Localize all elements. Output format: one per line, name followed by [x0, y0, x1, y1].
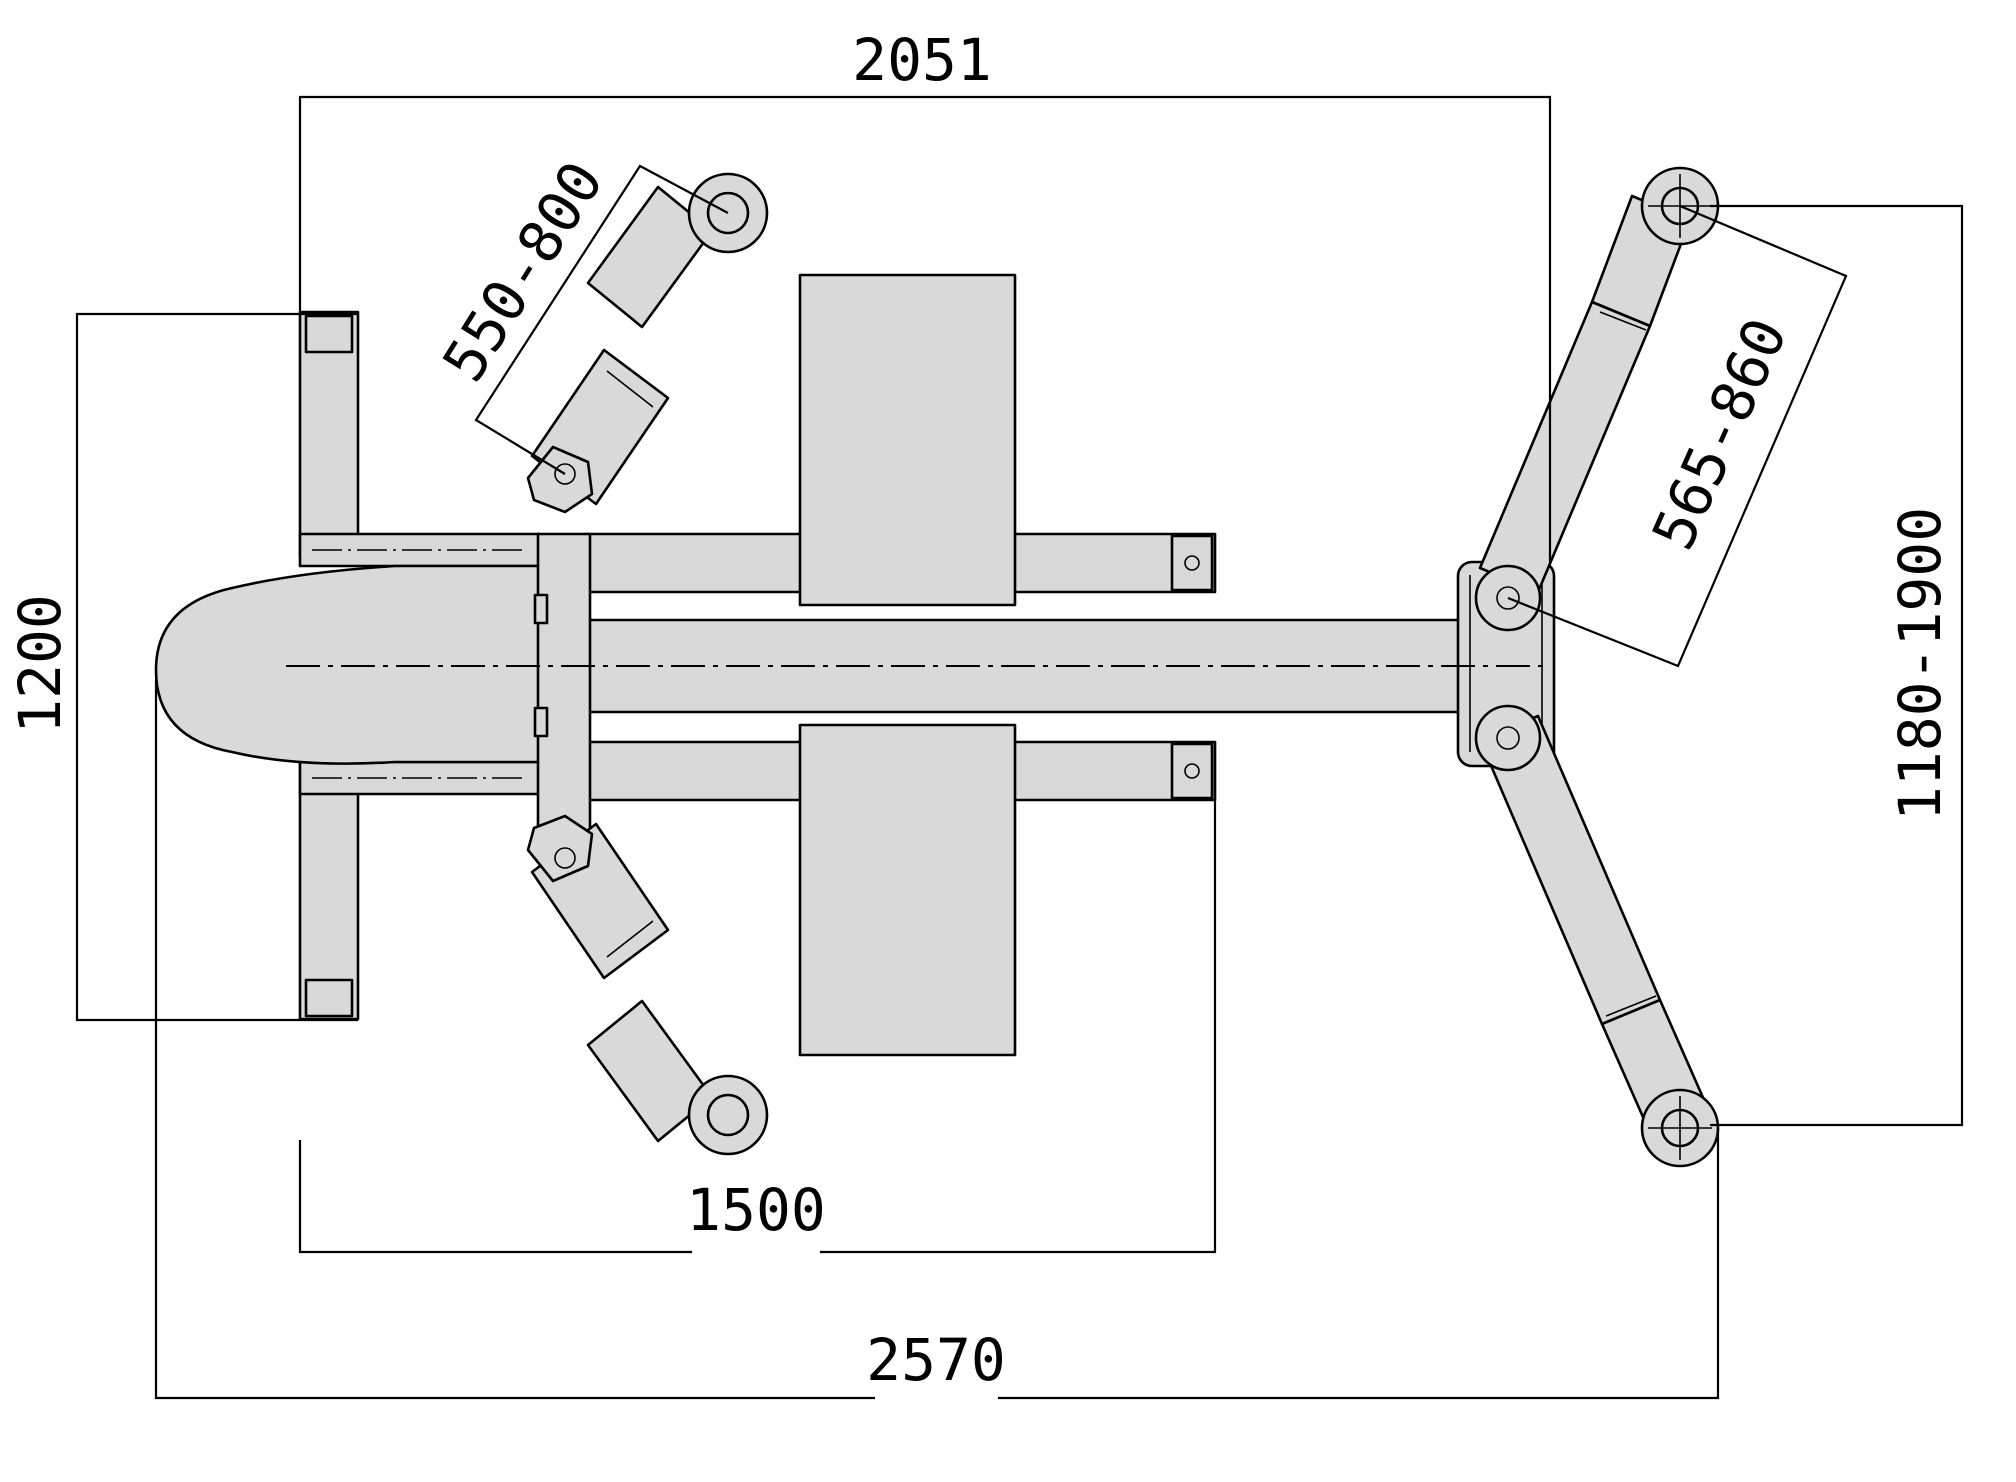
dim-arm-reach-right: 565-860: [1639, 308, 1801, 559]
fork-end-block-upper: [1170, 534, 1214, 592]
dim-base-width: 1200: [6, 594, 74, 734]
carriage-bracket-lower: [533, 706, 549, 738]
dim-overall-top-width: 2051: [852, 26, 992, 94]
dim-span-right: 1180-1900: [1886, 507, 1954, 821]
left-arm-upper-joint: [606, 370, 654, 408]
right-arm-upper: [1474, 166, 1720, 632]
base-foot-pad-lower: [304, 978, 354, 1018]
dim-line-overall-length: [154, 680, 875, 1400]
left-arm-lower: [526, 814, 769, 1156]
right-arm-upper-joint: [1599, 311, 1647, 331]
dim-line-inner-length-right: [820, 800, 1217, 1254]
dim-inner-length: 1500: [686, 1176, 826, 1244]
right-arm-lower-pivot-boss: [1474, 704, 1542, 772]
right-arm-lower-pivot-pin: [1496, 726, 1520, 750]
lifting-pad-lower: [798, 723, 1017, 1057]
dim-line-arm-reach-left: [474, 164, 729, 475]
base-frame: [298, 310, 542, 1021]
right-arm-upper-inner: [1478, 300, 1652, 594]
dim-line-overall-top: [298, 95, 1552, 562]
dim-line-overall-length-right: [998, 1128, 1720, 1400]
carriage-crossbar: [536, 532, 592, 836]
dimension-lines: [75, 95, 1964, 1400]
fork-end-pin-upper: [1184, 555, 1200, 571]
dim-line-inner-length-left: [298, 1140, 692, 1254]
right-arm-upper-pivot-pin: [1496, 586, 1520, 610]
left-arm-upper: [526, 172, 769, 514]
fork-end-pin-lower: [1184, 763, 1200, 779]
dim-line-base-width: [75, 312, 358, 1022]
left-arm-upper-pivot-block: [526, 445, 594, 514]
dim-arm-reach-left: 550-800: [429, 150, 616, 393]
left-arm-lower-pivot-pin: [554, 847, 576, 869]
left-arm-upper-pivot-pin: [554, 463, 576, 485]
dim-overall-length: 2570: [866, 1326, 1006, 1394]
right-arm-lower-joint: [1605, 995, 1657, 1017]
lifting-pad-upper: [798, 273, 1017, 607]
carriage-bracket-upper: [533, 593, 549, 625]
right-arm-lower: [1474, 704, 1720, 1168]
left-arm-lower-joint: [606, 920, 654, 958]
fork-end-block-lower: [1170, 742, 1214, 800]
base-foot-pad-upper: [304, 314, 354, 354]
column-housing: [154, 564, 542, 765]
dim-line-arm-reach-right: [1507, 204, 1848, 668]
left-arm-lower-pad-inner: [706, 1093, 750, 1137]
dim-line-span-right: [1710, 204, 1964, 1127]
